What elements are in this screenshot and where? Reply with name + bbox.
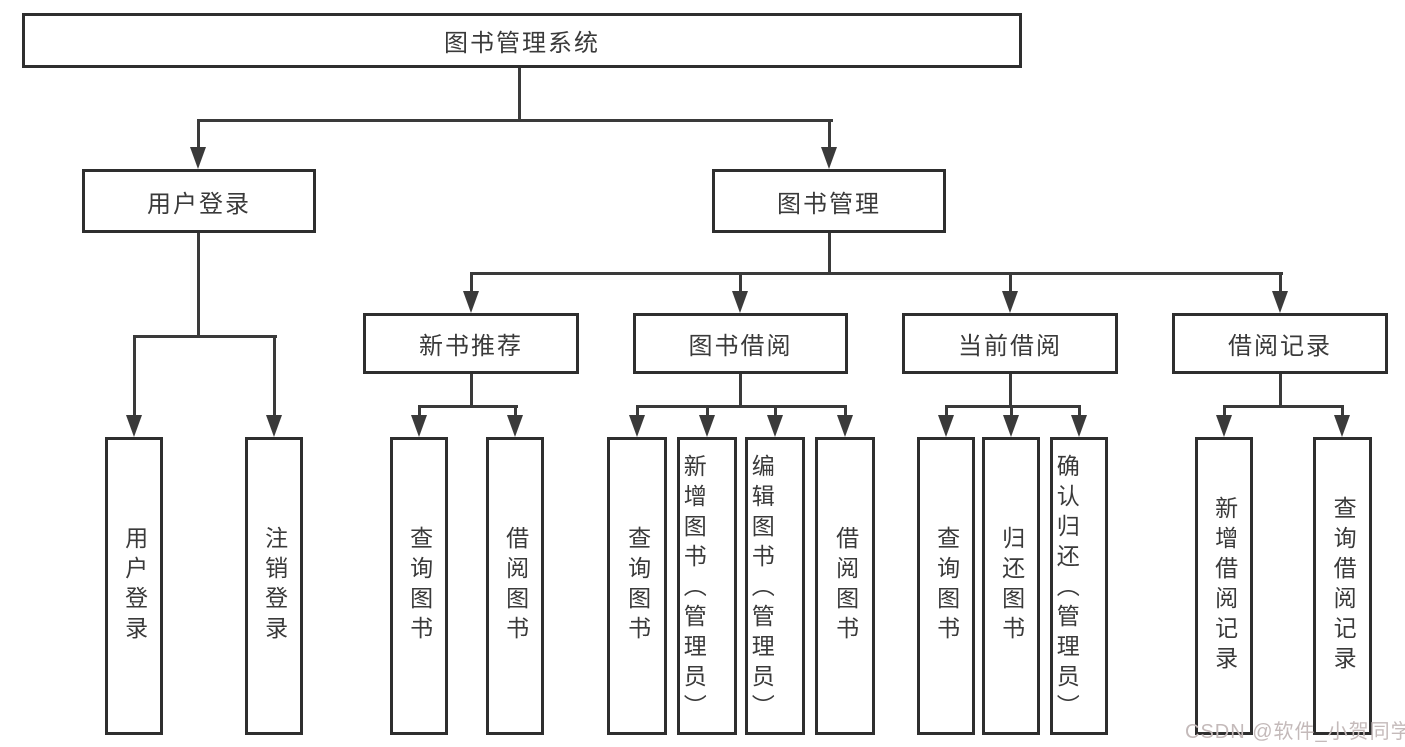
connector-hline xyxy=(197,119,833,122)
connector-arrow-stem xyxy=(635,405,639,421)
connector-arrow-stem xyxy=(132,335,136,421)
connector-hline xyxy=(133,335,277,338)
arrowhead-down-icon xyxy=(1216,415,1232,437)
connector-arrow-stem xyxy=(773,405,777,421)
connector-arrow-stem xyxy=(843,405,847,421)
node-current-borrow-label: 当前借阅 xyxy=(958,333,1062,360)
arrowhead-down-icon xyxy=(1002,291,1018,313)
node-root: 图书管理系统 xyxy=(22,13,1022,68)
connector-arrow-stem xyxy=(944,405,948,421)
connector-vline xyxy=(1008,373,1012,407)
leaf-add-borrow-record: 新增借阅记录 xyxy=(1195,437,1253,735)
leaf-return-book: 归还图书 xyxy=(982,437,1040,735)
arrowhead-down-icon xyxy=(837,415,853,437)
node-book-management-label: 图书管理 xyxy=(777,190,881,218)
leaf-user-login-label: 用户登录 xyxy=(121,526,148,646)
connector-arrow-stem xyxy=(196,119,200,153)
node-borrow-records: 借阅记录 xyxy=(1172,313,1388,374)
connector-vline xyxy=(196,232,200,338)
node-borrow-records-label: 借阅记录 xyxy=(1228,333,1332,360)
leaf-edit-book-admin: 编辑图书（管理员） xyxy=(745,437,805,735)
leaf-query-books-2-label: 查询图书 xyxy=(624,526,651,646)
connector-vline xyxy=(827,233,831,274)
node-book-borrow-label: 图书借阅 xyxy=(688,333,793,360)
connector-hline xyxy=(470,272,1283,275)
connector-vline xyxy=(1278,373,1282,407)
connector-arrow-stem xyxy=(513,405,517,421)
arrowhead-down-icon xyxy=(767,415,783,437)
node-book-management: 图书管理 xyxy=(712,169,946,233)
leaf-user-login: 用户登录 xyxy=(105,437,163,735)
connector-hline xyxy=(945,405,1081,408)
csdn-watermark: CSDN @软件_小贺同学 xyxy=(1185,721,1405,743)
leaf-borrow-books-2: 借阅图书 xyxy=(815,437,875,735)
node-new-book-recommend: 新书推荐 xyxy=(363,313,579,374)
arrowhead-down-icon xyxy=(126,415,142,437)
leaf-logout-label: 注销登录 xyxy=(261,526,288,646)
connector-arrow-stem xyxy=(1222,405,1226,421)
leaf-confirm-return-admin: 确认归还（管理员） xyxy=(1050,437,1108,735)
arrowhead-down-icon xyxy=(938,415,954,437)
arrowhead-down-icon xyxy=(266,415,282,437)
leaf-query-borrow-record: 查询借阅记录 xyxy=(1313,437,1372,735)
leaf-query-borrow-record-label: 查询借阅记录 xyxy=(1330,496,1357,676)
connector-vline xyxy=(738,373,742,407)
arrowhead-down-icon xyxy=(629,415,645,437)
arrowhead-down-icon xyxy=(1071,415,1087,437)
connector-arrow-stem xyxy=(1077,405,1081,421)
connector-arrow-stem xyxy=(1278,272,1282,297)
leaf-add-book-admin: 新增图书（管理员） xyxy=(677,437,737,735)
connector-arrow-stem xyxy=(738,272,742,297)
connector-arrow-stem xyxy=(417,405,421,421)
leaf-query-books-1-label: 查询图书 xyxy=(406,526,433,646)
node-book-borrow: 图书借阅 xyxy=(633,313,848,374)
arrowhead-down-icon xyxy=(821,147,837,169)
connector-arrow-stem xyxy=(705,405,709,421)
leaf-borrow-books-1-label: 借阅图书 xyxy=(502,526,529,646)
arrowhead-down-icon xyxy=(1272,291,1288,313)
leaf-query-books-3-label: 查询图书 xyxy=(933,526,960,646)
connector-arrow-stem xyxy=(1340,405,1344,421)
leaf-add-borrow-record-label: 新增借阅记录 xyxy=(1211,496,1238,676)
arrowhead-down-icon xyxy=(411,415,427,437)
leaf-query-books-2: 查询图书 xyxy=(607,437,667,735)
connector-hline xyxy=(636,405,847,408)
connector-vline xyxy=(517,68,521,121)
leaf-borrow-books-2-label: 借阅图书 xyxy=(832,526,859,646)
leaf-edit-book-admin-label: 编辑图书（管理员） xyxy=(748,453,775,724)
arrowhead-down-icon xyxy=(699,415,715,437)
connector-hline xyxy=(418,405,518,408)
arrowhead-down-icon xyxy=(190,147,206,169)
arrowhead-down-icon xyxy=(507,415,523,437)
node-user-login-label: 用户登录 xyxy=(147,190,251,218)
connector-hline xyxy=(1223,405,1344,408)
connector-arrow-stem xyxy=(272,335,276,421)
node-new-book-recommend-label: 新书推荐 xyxy=(419,333,523,360)
leaf-borrow-books-1: 借阅图书 xyxy=(486,437,544,735)
connector-arrow-stem xyxy=(827,119,831,153)
arrowhead-down-icon xyxy=(732,291,748,313)
connector-arrow-stem xyxy=(469,272,473,297)
arrowhead-down-icon xyxy=(463,291,479,313)
arrowhead-down-icon xyxy=(1334,415,1350,437)
node-current-borrow: 当前借阅 xyxy=(902,313,1118,374)
connector-arrow-stem xyxy=(1008,272,1012,297)
connector-vline xyxy=(469,373,473,407)
leaf-query-books-3: 查询图书 xyxy=(917,437,975,735)
node-root-label: 图书管理系统 xyxy=(444,30,600,57)
leaf-confirm-return-admin-label: 确认归还（管理员） xyxy=(1053,453,1080,724)
arrowhead-down-icon xyxy=(1003,415,1019,437)
connector-arrow-stem xyxy=(1009,405,1013,421)
leaf-return-book-label: 归还图书 xyxy=(998,526,1025,646)
leaf-add-book-admin-label: 新增图书（管理员） xyxy=(680,453,707,724)
leaf-query-books-1: 查询图书 xyxy=(390,437,448,735)
node-user-login: 用户登录 xyxy=(82,169,316,233)
leaf-logout: 注销登录 xyxy=(245,437,303,735)
